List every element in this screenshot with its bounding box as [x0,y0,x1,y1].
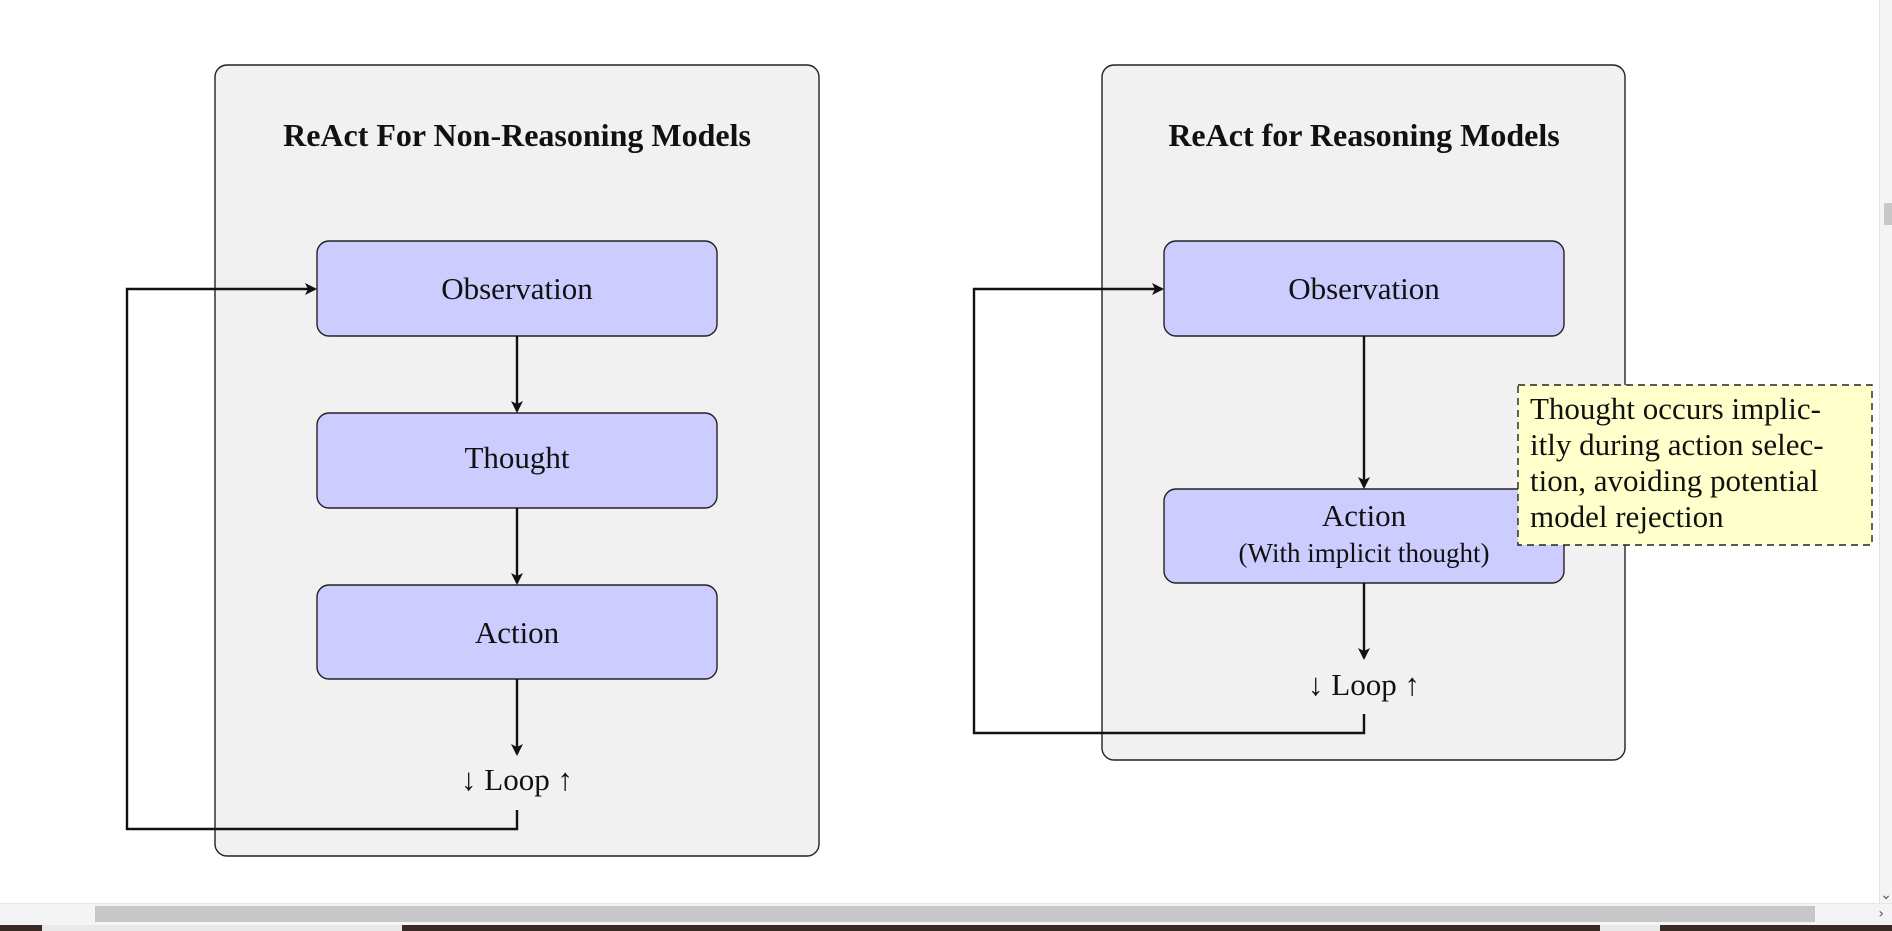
vertical-scrollbar-thumb[interactable] [1884,203,1892,225]
note-box [1517,384,1873,546]
taskbar-strip [0,925,1892,931]
left-action-label: Action [475,615,560,650]
note-line-1: Thought occurs implic- [1530,391,1821,426]
taskbar-segment [1600,925,1660,931]
right-loop-label: ↓ Loop ↑ [1308,667,1420,702]
right-panel: ReAct for Reasoning Models Observation A… [972,64,1626,761]
note-line-2: itly during action selec- [1530,427,1824,462]
note-line-3: tion, avoiding potential [1530,463,1818,498]
left-loop-label: ↓ Loop ↑ [461,762,573,797]
taskbar-segment [42,925,402,931]
left-feedback-arrow [125,283,519,831]
left-panel: ReAct For Non-Reasoning Models Observati… [125,64,820,857]
left-thought-label: Thought [464,440,569,475]
left-panel-title: ReAct For Non-Reasoning Models [283,117,751,153]
right-feedback-arrow [972,283,1366,735]
implicit-thought-note: Thought occurs implic- itly during actio… [1517,384,1873,546]
note-line-4: model rejection [1530,499,1724,534]
left-observation-label: Observation [441,271,593,306]
horizontal-scrollbar-thumb[interactable] [95,906,1815,922]
right-action-label: Action [1322,498,1407,533]
chevron-down-icon[interactable]: ⌄ [1880,887,1892,903]
right-action-sublabel: (With implicit thought) [1239,538,1490,568]
right-observation-label: Observation [1288,271,1440,306]
chevron-right-icon[interactable]: › [1878,906,1884,922]
right-panel-title: ReAct for Reasoning Models [1168,117,1559,153]
vertical-scrollbar[interactable] [1879,0,1892,905]
